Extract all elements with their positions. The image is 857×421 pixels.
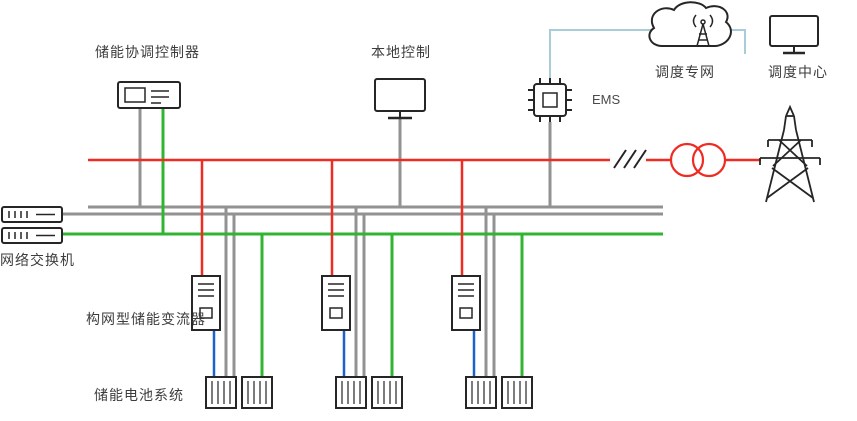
dispatch-center-label: 调度中心 <box>768 64 828 80</box>
converter-label: 构网型储能变流器 <box>86 311 206 327</box>
transformer-icon <box>669 142 727 178</box>
ems-label: EMS <box>592 92 621 107</box>
battery-container-icon-3b <box>501 376 533 409</box>
power-bus <box>88 142 761 276</box>
ems-dispatch-link-line <box>549 29 746 80</box>
comm-bus-gray <box>63 108 663 377</box>
network-switch-icon-1 <box>1 206 63 223</box>
pcs-converter-icon-3 <box>451 275 481 331</box>
network-switch-label: 网络交换机 <box>0 252 75 268</box>
coordinator-label: 储能协调控制器 <box>95 44 200 60</box>
transmission-tower-icon <box>759 104 821 203</box>
local-control-monitor-icon <box>374 78 426 120</box>
pcs-converter-icon-1 <box>191 275 221 331</box>
device-icons <box>1 1 821 409</box>
ems-chip-icon <box>528 78 572 122</box>
battery-container-icon-2a <box>335 376 367 409</box>
dispatch-center-monitor-icon <box>769 15 819 55</box>
battery-container-icon-1b <box>241 376 273 409</box>
network-switch-icon-2 <box>1 227 63 244</box>
local-control-label: 本地控制 <box>371 44 431 60</box>
dispatch-network-label: 调度专网 <box>655 64 715 80</box>
battery-system-label: 储能电池系统 <box>94 387 184 403</box>
battery-container-icon-3a <box>465 376 497 409</box>
dispatch-network-cloud-icon <box>648 1 732 47</box>
battery-container-icon-2b <box>371 376 403 409</box>
radio-mast-icon <box>692 14 714 47</box>
dc-links <box>212 330 476 377</box>
coordinator-controller-icon <box>117 81 181 109</box>
battery-container-icon-1a <box>205 376 237 409</box>
breaker-icon <box>613 149 647 169</box>
comm-bus-green <box>63 108 663 377</box>
pcs-converter-icon-2 <box>321 275 351 331</box>
